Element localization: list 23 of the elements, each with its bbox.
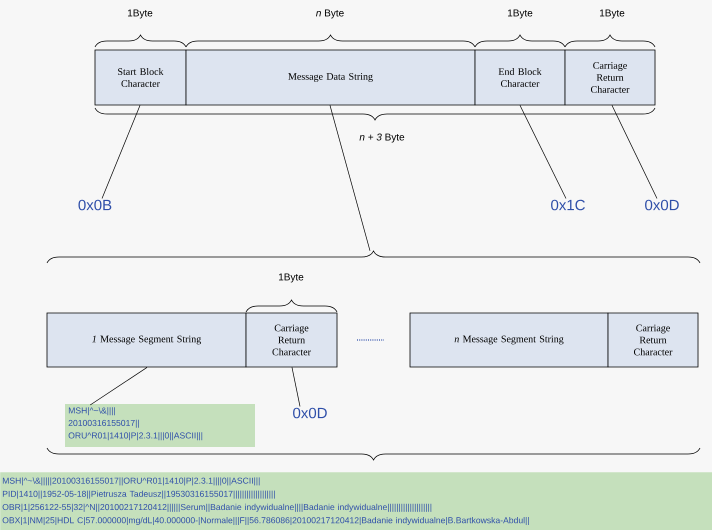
leader-line <box>520 105 566 199</box>
leader-line <box>102 105 140 199</box>
field-box: Carriage Return Character <box>608 312 698 368</box>
byte-label: 1Byte <box>126 8 154 20</box>
hex-code: 0x0D <box>293 408 327 418</box>
byte-label: 1Byte <box>598 8 626 20</box>
hex-code: 0x1C <box>551 200 585 210</box>
hex-code: 0x0B <box>78 200 112 210</box>
field-box: End Block Character <box>474 50 566 106</box>
field-box: Carriage Return Character <box>564 50 656 106</box>
leader-line <box>330 105 370 252</box>
leader-line <box>292 367 300 407</box>
byte-label: 1Byte <box>277 272 305 284</box>
bracket <box>46 250 700 264</box>
field-box: Carriage Return Character <box>246 312 338 368</box>
message-box: MSH|^~\&|||| 20100316155017|| ORU^R01|1410|P|2.3.1|||0||ASCII||| <box>65 404 255 447</box>
byte-label: n Byte <box>314 8 346 20</box>
field-box: Start Block Character <box>94 50 186 106</box>
leader-line <box>612 105 658 199</box>
message-box: MSH|^~\&|||||20100316155017||ORU^R01|1410|P|2.3.1||||0||ASCII||| PID|1410||1952-05-18||Pietrusza Tadeusz||19530316155017||||||||||||||||||| OBR|1|256122-55|32|^N||20100217120412||||||Serum||Badanie indywidualne||||Badanie indywidualne|||||||||||||||||||| OBX|1|NM|25|HDL C|57.000000|mg/dL|40.000000-|Normale|||F||56.786086|20100217120412|Badanie indywidualne|B.Bartkowska-Abdul|| <box>0 472 712 530</box>
byte-label: 1Byte <box>506 8 534 20</box>
leader-line <box>90 367 148 406</box>
hex-code: 0x0D <box>645 200 679 210</box>
